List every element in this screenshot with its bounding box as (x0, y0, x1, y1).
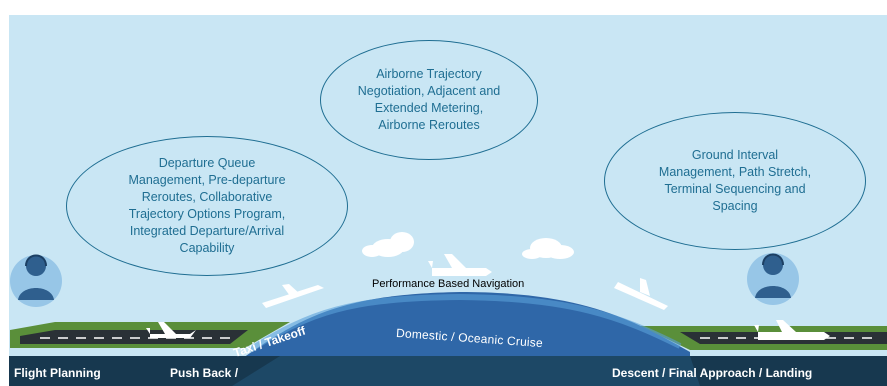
bubble-line: Terminal Sequencing and (664, 182, 806, 196)
bubble-line: Extended Metering, (374, 101, 484, 115)
bubble-line: Ground Interval (691, 148, 779, 162)
cloud-icon (362, 232, 414, 257)
phase-pushback: Push Back / (170, 366, 239, 380)
bubble-line: Management, Path Stretch, (658, 165, 812, 179)
phase-bar-highlight (232, 356, 700, 386)
controller-headset-icon (747, 253, 799, 305)
airplane-icon (262, 284, 324, 308)
airplane-icon (754, 320, 830, 340)
phase-descent: Descent / Final Approach / Landing (612, 366, 813, 380)
bubble-line: Management, Pre-departure (128, 173, 286, 187)
airplane-icon (146, 322, 196, 338)
bubble-line: Spacing (712, 199, 758, 213)
bubble-line: Integrated Departure/Arrival (129, 224, 285, 238)
bubble-line: Reroutes, Collaborative (141, 190, 273, 204)
airborne-trajectory-bubble: Airborne Trajectory Negotiation, Adjacen… (320, 40, 538, 160)
airplane-icon (428, 254, 492, 276)
departure-queue-bubble: Departure Queue Management, Pre-departur… (66, 136, 348, 276)
cruise-arch (240, 292, 690, 366)
cruise-highlight (248, 293, 682, 353)
bubble-line: Capability (179, 241, 235, 255)
bubble-line: Airborne Reroutes (378, 118, 480, 132)
left-runway (20, 330, 248, 344)
ground-interval-bubble: Ground Interval Management, Path Stretch… (604, 112, 866, 250)
performance-based-navigation-label: Performance Based Navigation (372, 278, 525, 290)
bubble-line: Departure Queue (158, 156, 256, 170)
phase-flight-planning: Flight Planning (14, 366, 101, 380)
bubble-line: Negotiation, Adjacent and (357, 84, 501, 98)
airplane-icon (614, 278, 668, 310)
bubble-line: Trajectory Options Program, (128, 207, 286, 221)
bubble-line: Airborne Trajectory (376, 67, 482, 81)
cloud-icon (522, 238, 574, 259)
controller-headset-icon (10, 254, 62, 307)
